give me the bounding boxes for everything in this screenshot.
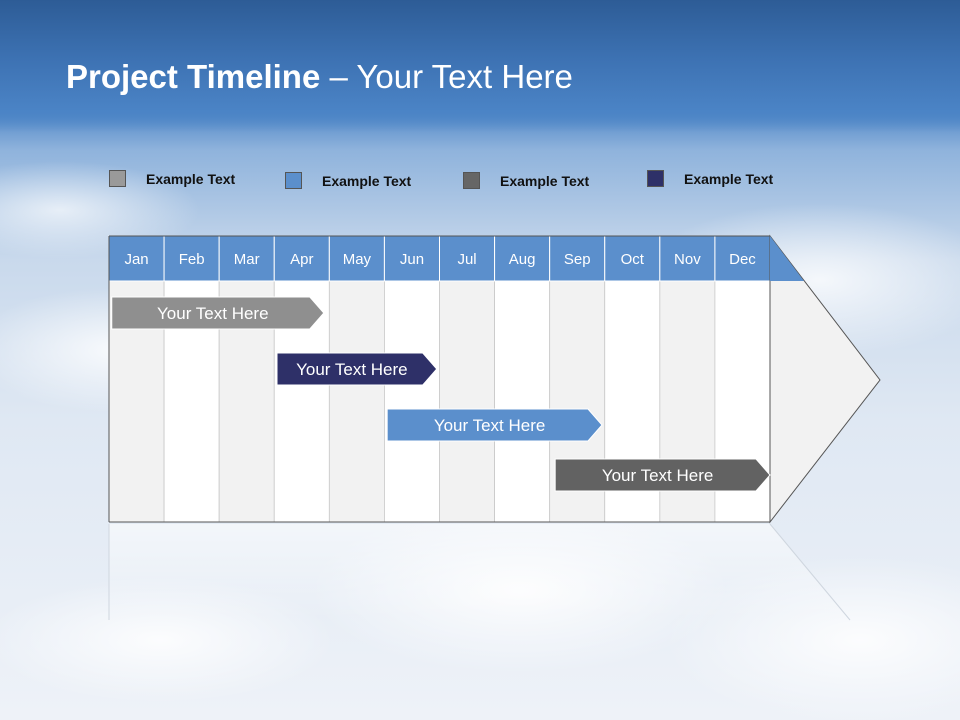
month-label: Jul: [457, 251, 476, 268]
task-arrow: [111, 296, 325, 330]
month-header-cell: [714, 235, 771, 282]
month-header-cell: [273, 235, 330, 282]
month-label: Oct: [621, 251, 645, 268]
month-label: Apr: [290, 251, 313, 268]
month-column: [384, 280, 440, 523]
task-label: Your Text Here: [434, 416, 546, 435]
month-label: Jan: [124, 251, 148, 268]
legend-swatch: [463, 172, 480, 189]
month-header-cell: [604, 235, 661, 282]
task-bar: Your Text Here: [386, 408, 603, 442]
title-rest: – Your Text Here: [320, 58, 573, 95]
month-label: May: [343, 251, 372, 268]
reflection-edge: [769, 523, 851, 621]
month-label: Jun: [400, 251, 424, 268]
legend-label: Example Text: [146, 170, 236, 187]
month-header-cell: [328, 235, 385, 282]
title-bold: Project Timeline: [66, 58, 321, 95]
legend-item-1: Example Text: [109, 170, 235, 187]
legend-swatch: [285, 172, 302, 189]
legend-item-2: Example Text: [285, 172, 411, 189]
month-label: Mar: [234, 251, 260, 268]
timeline-arrow-header: [770, 236, 804, 281]
task-arrow: [386, 408, 603, 442]
month-label: Sep: [564, 251, 591, 268]
timeline-arrow-tip: [769, 234, 881, 524]
legend-label: Example Text: [322, 172, 412, 189]
month-columns: [108, 235, 771, 523]
task-label: Your Text Here: [157, 304, 269, 323]
legend-item-3: Example Text: [463, 172, 589, 189]
task-arrow: [276, 352, 438, 386]
month-label: Aug: [509, 251, 536, 268]
legend-item-4: Example Text: [647, 170, 773, 187]
task-bar: Your Text Here: [111, 296, 325, 330]
legend-label: Example Text: [500, 172, 590, 189]
month-column: [494, 280, 551, 523]
month-header-cell: [659, 235, 716, 282]
month-header-cell: [218, 235, 275, 282]
month-label: Feb: [179, 251, 205, 268]
task-label: Your Text Here: [602, 466, 714, 485]
task-label: Your Text Here: [296, 360, 408, 379]
task-bar: Your Text Here: [276, 352, 438, 386]
month-header-cell: [439, 235, 496, 282]
month-label: Nov: [674, 251, 701, 268]
month-header-cell: [549, 235, 606, 282]
month-column: [328, 280, 385, 523]
month-column: [439, 280, 495, 523]
legend-label: Example Text: [684, 170, 774, 187]
header-band: [0, 0, 960, 132]
legend-swatch: [647, 170, 664, 187]
legend-swatch: [109, 170, 126, 187]
task-arrow: [554, 458, 771, 492]
month-labels: Jan Feb Mar Apr May Jun Jul Aug Sep Oct Nov Dec: [124, 251, 756, 268]
slide-title: Project Timeline – Your Text Here: [66, 58, 573, 96]
chart-reflection: [109, 524, 850, 620]
month-label: Dec: [729, 251, 756, 268]
task-bar: Your Text Here: [554, 458, 771, 492]
